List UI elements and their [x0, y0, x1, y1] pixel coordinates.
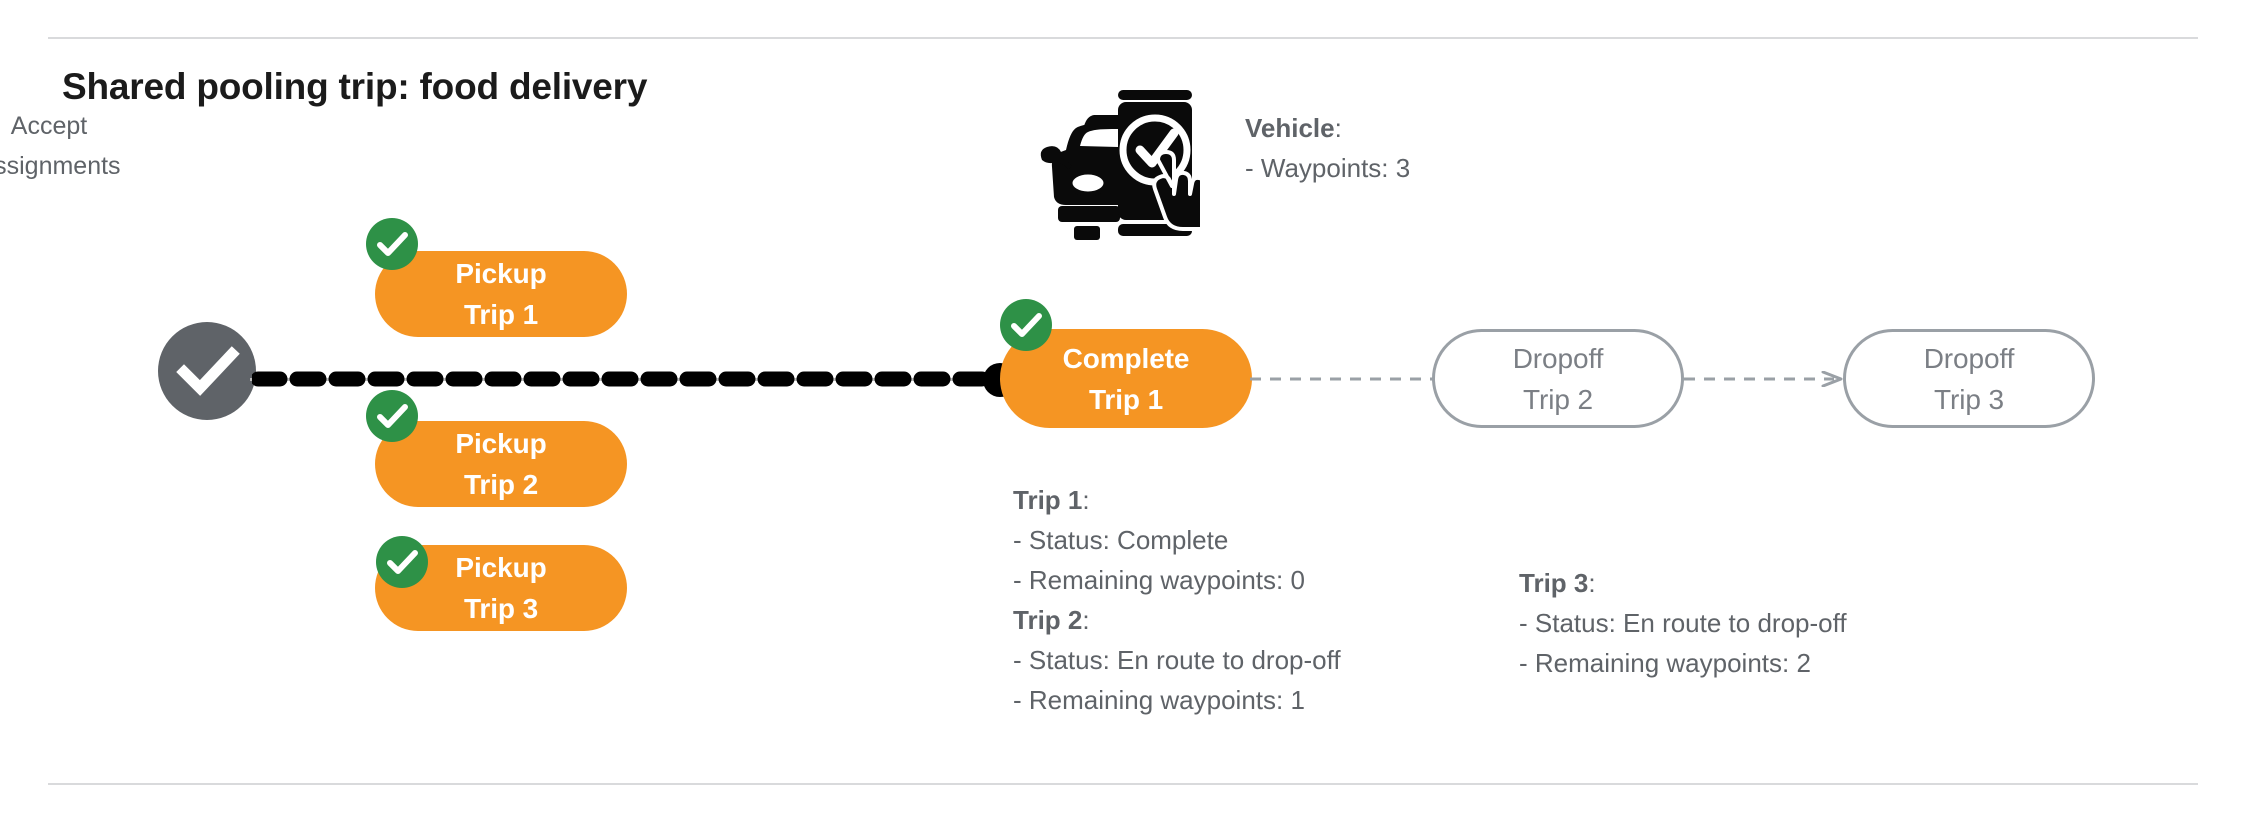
check-badge-icon-pickup-1: [366, 218, 418, 270]
accept-assignments-node[interactable]: [158, 322, 256, 420]
accept-assignments-label: Accept Assignments: [0, 106, 158, 186]
trip-info-left-block: Trip 1: - Status: Complete - Remaining w…: [1013, 480, 1341, 720]
pickup-trip-3-pill[interactable]: Pickup Trip 3: [375, 545, 627, 631]
page-title: Shared pooling trip: food delivery: [62, 66, 648, 107]
trip-1-heading-text: Trip 1: [1013, 485, 1083, 515]
pickup-trip-3-line1: Pickup: [455, 552, 547, 583]
trip-1-heading: Trip 1:: [1013, 480, 1341, 520]
vehicle-heading-text: Vehicle: [1245, 113, 1335, 143]
dropoff-trip-3-line1: Dropoff: [1923, 342, 2015, 374]
divider-bottom: [48, 783, 2198, 785]
accept-label-line2: Assignments: [0, 152, 121, 180]
pickup-trip-1-line2: Trip 1: [463, 299, 539, 330]
trip-info-right-block: Trip 3: - Status: En route to drop-off -…: [1519, 563, 1847, 683]
check-icon: [158, 322, 256, 420]
dropoff-trip-3-pill[interactable]: Dropoff Trip 3: [1843, 329, 2095, 428]
complete-trip-1-pill[interactable]: Complete Trip 1: [1000, 329, 1252, 428]
pickup-trip-2-line2: Trip 2: [463, 469, 539, 500]
dropoff-trip-3-line2: Trip 3: [1934, 383, 2004, 415]
check-badge-icon-pickup-2: [366, 390, 418, 442]
dropoff-trip-2-line1: Dropoff: [1512, 342, 1604, 374]
dropoff-trip-2-line2: Trip 2: [1523, 383, 1593, 415]
trip-2-heading: Trip 2:: [1013, 600, 1341, 640]
complete-trip-1-line2: Trip 1: [1088, 383, 1164, 415]
vehicle-waypoints-line: - Waypoints: 3: [1245, 153, 1411, 183]
divider-top: [48, 37, 2198, 39]
accept-label-line1: Accept: [10, 112, 88, 140]
trip-1-heading-colon: :: [1082, 485, 1090, 515]
trip-2-status-line: - Status: En route to drop-off: [1013, 645, 1341, 675]
trip-3-heading-text: Trip 3: [1519, 568, 1589, 598]
pickup-trip-1-pill[interactable]: Pickup Trip 1: [375, 251, 627, 337]
vehicle-info-block: Vehicle: - Waypoints: 3: [1245, 108, 1410, 188]
trip-2-waypoints-line: - Remaining waypoints: 1: [1013, 685, 1305, 715]
complete-trip-1-line1: Complete: [1062, 342, 1190, 374]
pickup-trip-2-pill[interactable]: Pickup Trip 2: [375, 421, 627, 507]
dropoff-trip-2-pill[interactable]: Dropoff Trip 2: [1432, 329, 1684, 428]
pickup-trip-3-line2: Trip 3: [463, 593, 539, 624]
check-badge-icon-complete-1: [1000, 299, 1052, 351]
check-badge-icon-pickup-3: [376, 536, 428, 588]
dashed-arrow-dropoff2-to-dropoff3: [1684, 371, 1846, 387]
vehicle-heading-colon: :: [1334, 113, 1342, 143]
trip-2-heading-colon: :: [1082, 605, 1090, 635]
trip-3-heading-colon: :: [1588, 568, 1596, 598]
trip-2-heading-text: Trip 2: [1013, 605, 1083, 635]
dashed-connector-complete-to-dropoff2: [1250, 371, 1436, 387]
trip-1-status-line: - Status: Complete: [1013, 525, 1229, 555]
dashed-spine-connector: [252, 371, 1004, 387]
trip-3-heading: Trip 3:: [1519, 563, 1847, 603]
trip-3-status-line: - Status: En route to drop-off: [1519, 608, 1847, 638]
vehicle-info-heading: Vehicle:: [1245, 108, 1410, 148]
pickup-trip-2-line1: Pickup: [455, 428, 547, 459]
trip-3-waypoints-line: - Remaining waypoints: 2: [1519, 648, 1811, 678]
car-phone-check-icon: [1032, 88, 1200, 240]
pickup-trip-1-line1: Pickup: [455, 258, 547, 289]
trip-1-waypoints-line: - Remaining waypoints: 0: [1013, 565, 1305, 595]
